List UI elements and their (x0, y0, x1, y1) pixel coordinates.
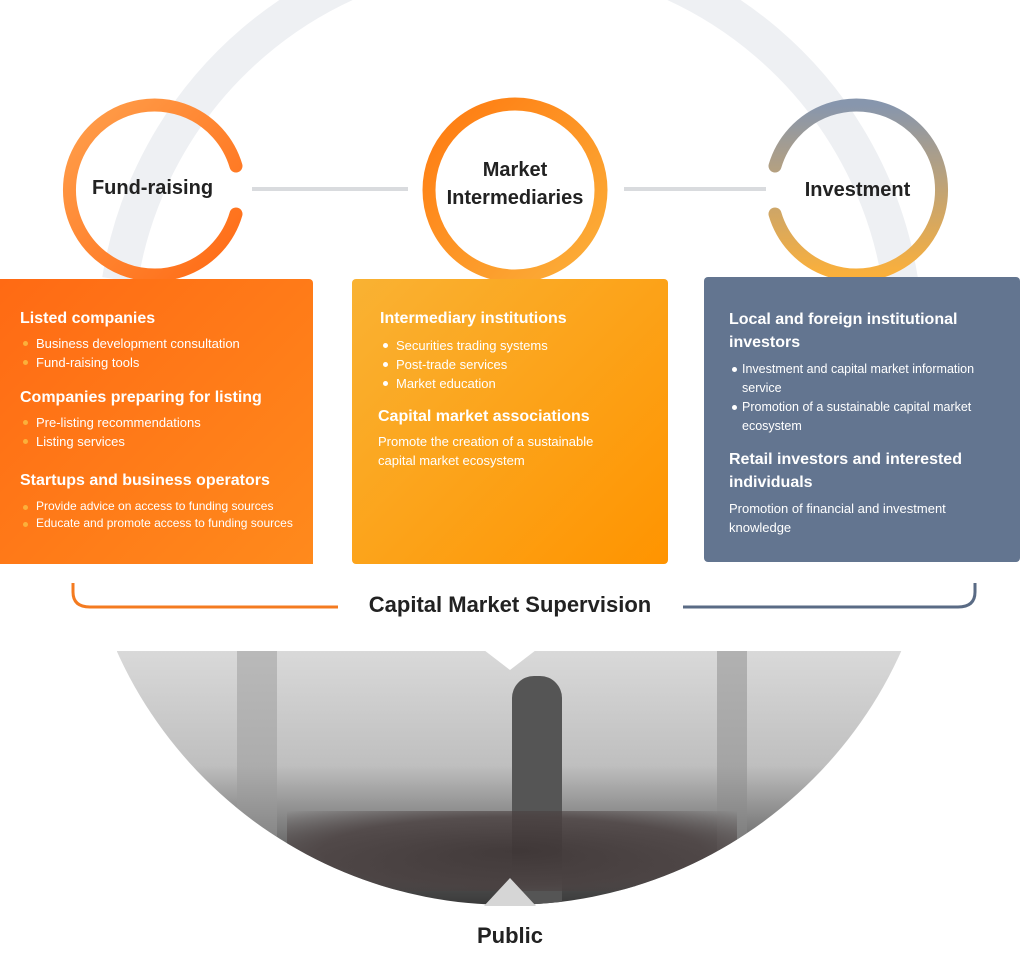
list-item: Pre-listing recommendations (20, 413, 293, 432)
list-item: Post-trade services (380, 355, 648, 374)
list-item: Securities trading systems (380, 336, 648, 355)
intermediaries-ring (422, 97, 608, 283)
investment-box: Local and foreign institutional investor… (704, 277, 1020, 562)
list-item: Fund-raising tools (20, 353, 293, 372)
section-heading: Companies preparing for listing (20, 389, 262, 406)
section-heading: Local and foreign institutional investor… (729, 311, 958, 351)
section-heading: Startups and business operators (20, 472, 270, 489)
supervision-bracket-right (683, 583, 977, 609)
list-item: Listing services (20, 432, 293, 451)
section-heading: Capital market associations (378, 408, 590, 425)
bottom-pointer-icon (484, 878, 536, 906)
supervision-label: Capital Market Supervision (368, 592, 652, 617)
circle-label-line: Market (482, 159, 548, 181)
list-item: Promotion of a sustainable capital marke… (729, 398, 1002, 436)
circle-investment: Investment (804, 179, 911, 201)
section-heading: Intermediary institutions (380, 310, 567, 327)
section-text: Promote the creation of a sustainable ca… (378, 434, 594, 468)
investment-ring (768, 98, 949, 282)
fund-raising-box: Listed companies Business development co… (0, 279, 313, 564)
section-heading: Listed companies (20, 310, 156, 327)
top-pointer-icon (484, 650, 536, 670)
list-item: Educate and promote access to funding so… (20, 515, 293, 532)
fund-raising-ring (62, 98, 243, 282)
circle-fund-raising: Fund-raising (91, 177, 214, 199)
list-item: Provide advice on access to funding sour… (20, 498, 293, 515)
circle-label-line: Intermediaries (446, 187, 584, 209)
list-item: Business development consultation (20, 334, 293, 353)
background-arc (102, 0, 918, 283)
intermediaries-box: Intermediary institutions Securities tra… (352, 279, 668, 564)
section-text: Promotion of financial and investment kn… (729, 501, 946, 535)
list-item: Investment and capital market informatio… (729, 360, 1002, 398)
public-label: Public (476, 923, 543, 948)
circle-market-intermediaries: Market Intermediaries (425, 156, 605, 212)
supervision-bracket-left (71, 583, 338, 609)
list-item: Market education (380, 374, 648, 393)
section-heading: Retail investors and interested individu… (729, 451, 962, 491)
